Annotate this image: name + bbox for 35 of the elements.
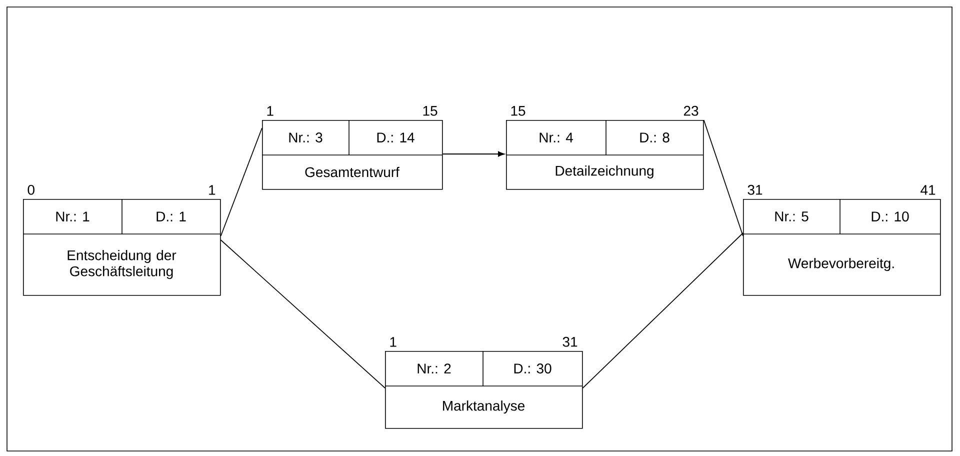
time-label: 15 (511, 106, 526, 116)
connector-line (220, 240, 386, 388)
number-cell: Nr.: 4 (540, 132, 573, 142)
time-label: 41 (920, 185, 936, 195)
time-label: 1 (209, 185, 216, 195)
time-label: 15 (423, 106, 438, 116)
activity-box (384, 350, 583, 429)
activity-box (742, 198, 941, 296)
time-label: 1 (267, 106, 274, 116)
duration-cell: D.: 1 (156, 212, 186, 222)
activity-label: Marktanalyse (443, 400, 524, 414)
connector-line (703, 120, 744, 236)
duration-cell: D.: 30 (514, 364, 552, 374)
connector-line (220, 128, 262, 236)
time-label: 31 (748, 184, 762, 195)
activity-label: Gesamtentwurf (305, 166, 400, 178)
activity-label: Detailzeichnung (556, 165, 654, 179)
duration-cell: D.: 8 (640, 132, 670, 142)
activity-label: Werbevorbereitg. (788, 258, 894, 272)
connector-line (582, 232, 744, 388)
time-label: 23 (684, 106, 698, 116)
activity-box (262, 120, 443, 190)
activity-label: Entscheidung der Geschäftsleitung (68, 250, 176, 280)
connector-line (442, 151, 505, 157)
number-cell: Nr.: 5 (775, 212, 808, 222)
number-cell: Nr.: 1 (56, 212, 90, 222)
number-cell: Nr.: 2 (418, 364, 451, 374)
duration-cell: D.: 14 (377, 132, 414, 142)
time-label: 0 (28, 184, 34, 195)
number-cell: Nr.: 3 (289, 132, 322, 142)
activity-box (506, 120, 704, 190)
time-label: 1 (390, 337, 396, 347)
time-label: 31 (562, 336, 578, 347)
activity-box (22, 198, 221, 296)
duration-cell: D.: 10 (872, 212, 909, 222)
